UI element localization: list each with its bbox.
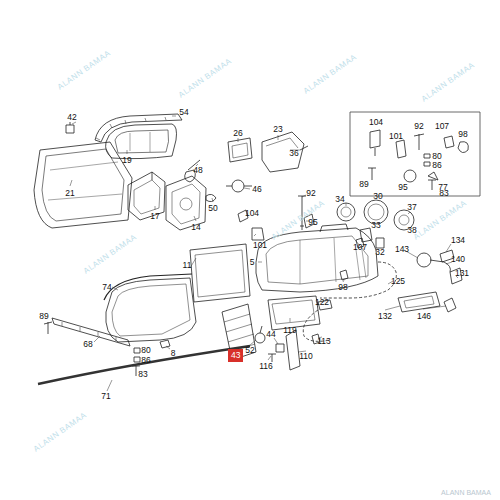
callout-number: 110 <box>299 352 313 361</box>
callout-number: 68 <box>83 340 92 349</box>
callout-number: 146 <box>417 312 431 321</box>
callout-number: 19 <box>122 156 131 165</box>
callout-number: 80 <box>141 346 150 355</box>
callout-number: 98 <box>338 283 347 292</box>
callout-number: 101 <box>253 241 267 250</box>
callout-number: 83 <box>138 370 147 379</box>
watermark: ALANN BAMAA <box>82 232 138 275</box>
callout-number: 74 <box>102 283 111 292</box>
callout-number: 122 <box>315 298 329 307</box>
callout-number: 43 <box>231 350 240 360</box>
callout-number: 8 <box>171 349 176 358</box>
callout-number: 14 <box>191 223 200 232</box>
callout-number: 101 <box>389 132 403 141</box>
callout-number: 5 <box>250 258 255 267</box>
callout-number: 143 <box>395 245 409 254</box>
watermark: ALANN BAMAA <box>56 48 112 91</box>
callout-number: 134 <box>451 236 465 245</box>
callout-number: 33 <box>371 221 380 230</box>
callout-number: 132 <box>378 312 392 321</box>
callout-number: 52 <box>245 346 254 355</box>
callout-number: 34 <box>335 195 344 204</box>
callout-number: 140 <box>451 255 465 264</box>
callout-number: 32 <box>375 248 384 257</box>
callout-number: 92 <box>414 122 423 131</box>
callout-number: 42 <box>67 113 76 122</box>
callout-number: 36 <box>289 149 298 158</box>
callout-number: 95 <box>398 183 407 192</box>
callout-number: 26 <box>233 129 242 138</box>
callout-number: 116 <box>259 362 273 371</box>
watermark: ALANN BAMAA <box>420 60 476 103</box>
callout-number: 17 <box>150 212 159 221</box>
callout-number: 131 <box>455 269 469 278</box>
callout-number: 54 <box>179 108 188 117</box>
callout-number: 48 <box>193 166 202 175</box>
callout-number: 95 <box>308 218 317 227</box>
callout-number: 83 <box>439 189 448 198</box>
callout-number: 107 <box>435 122 449 131</box>
callout-number: 23 <box>273 125 282 134</box>
callout-number: 21 <box>65 189 74 198</box>
callout-number: 98 <box>458 130 467 139</box>
callout-number: 30 <box>373 192 382 201</box>
callout-number: 46 <box>252 185 261 194</box>
callout-number: 119 <box>283 326 297 335</box>
watermark: ALANN BAMAA <box>302 52 358 95</box>
callout-number: 71 <box>101 392 110 401</box>
highlight-callout: 43 <box>228 349 243 362</box>
callout-number: 11 <box>183 261 192 270</box>
callout-number: 86 <box>141 356 150 365</box>
callout-number: 125 <box>391 277 405 286</box>
watermark: ALANN BAMAA <box>32 410 88 453</box>
watermark: ALANN BAMAA <box>177 56 233 99</box>
callout-number: 92 <box>306 189 315 198</box>
callout-number: 113 <box>317 337 331 346</box>
callout-number: 89 <box>39 312 48 321</box>
watermark: ALANN BAMAA <box>441 489 491 496</box>
callout-number: 86 <box>432 161 441 170</box>
callout-number: 44 <box>266 330 275 339</box>
callout-number: 50 <box>208 204 217 213</box>
callout-number: 37 <box>407 203 416 212</box>
callout-number: 89 <box>359 180 368 189</box>
callout-number: 80 <box>432 152 441 161</box>
callout-number: 104 <box>245 209 259 218</box>
callout-number: 107 <box>353 243 367 252</box>
callout-number: 104 <box>369 118 383 127</box>
